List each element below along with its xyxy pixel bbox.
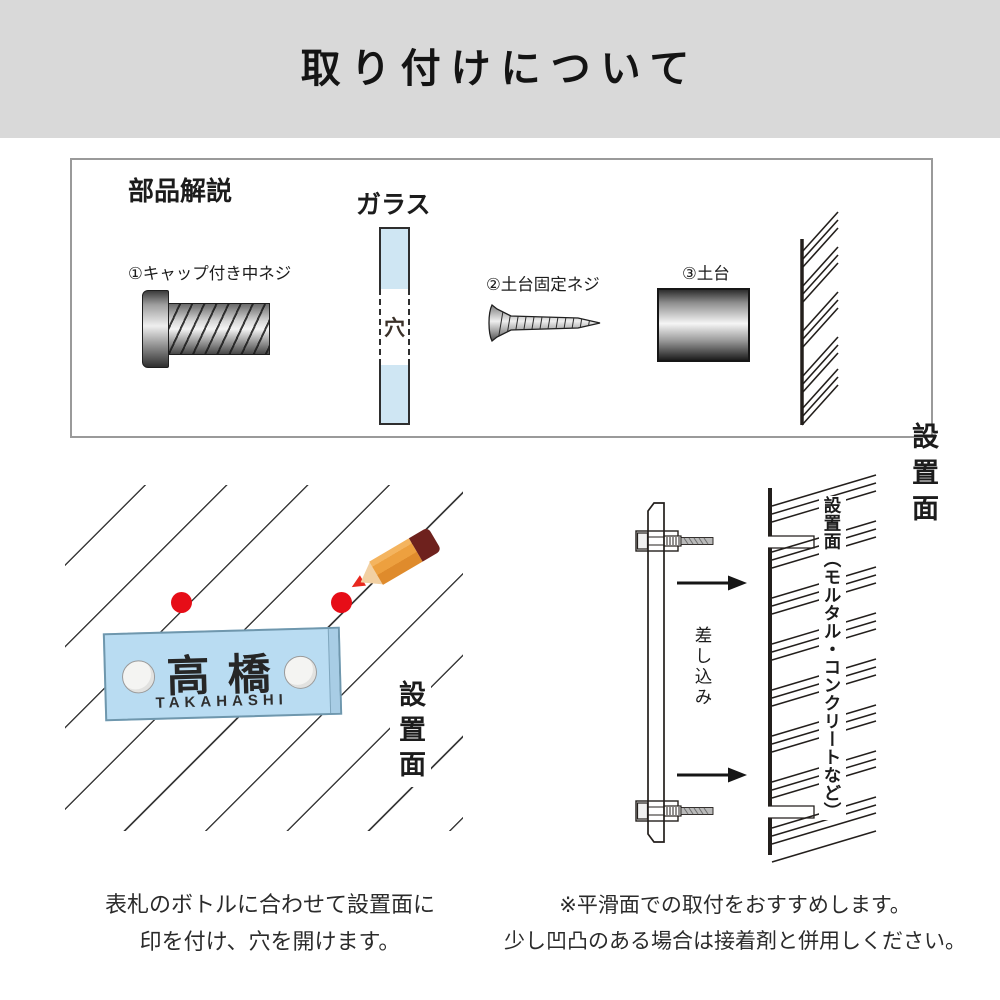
caption-left-line2: 印を付け、穴を開けます。 — [139, 929, 401, 954]
plate-side-view — [647, 502, 665, 843]
marking-surface-label: 設置面 — [390, 678, 431, 787]
caption-left: 表札のボトルに合わせて設置面に 印を付け、穴を開けます。 — [40, 886, 500, 960]
base-cylinder-icon — [657, 288, 750, 362]
mark-dot-right — [331, 592, 352, 613]
caption-left-line1: 表札のボトルに合わせて設置面に — [104, 892, 435, 917]
screw-assembly-top — [635, 530, 714, 552]
mark-dot-left — [171, 592, 192, 613]
glass-hole-area: 穴 — [379, 289, 410, 365]
base-fixing-screw-icon — [488, 303, 601, 343]
part3-label: ③土台 — [682, 265, 730, 283]
cap-screw-head-icon — [142, 290, 169, 368]
glass-panel-icon: 穴 — [379, 227, 410, 425]
caption-right: ※平滑面での取付をおすすめします。 少し凹凸のある場合は接着剤と併用しください。 — [480, 888, 990, 960]
caption-right-line1: ※平滑面での取付をおすすめします。 — [559, 894, 911, 917]
wall-surface-label: 設置面（モルタル・コンクリートなど） — [819, 496, 846, 820]
hole-label: 穴 — [384, 317, 405, 340]
insert-arrow-bottom — [677, 767, 747, 783]
insertion-diagram — [635, 474, 877, 863]
wall-hatch-icon — [800, 211, 839, 426]
title-banner: 取り付けについて — [0, 0, 1000, 138]
cap-screw-thread-icon — [168, 303, 270, 355]
insert-arrow-top — [677, 575, 747, 591]
page-title: 取り付けについて — [300, 47, 700, 91]
caption-right-line2: 少し凹凸のある場合は接着剤と併用しください。 — [504, 930, 966, 953]
part1-label: ①キャップ付き中ネジ — [128, 265, 292, 283]
parts-heading: 部品解説 — [128, 176, 233, 206]
insert-label: 差し込み — [693, 626, 713, 708]
surface-label-vertical: 設置面 — [908, 422, 938, 530]
screw-assembly-bottom — [635, 800, 714, 822]
wall-side-view — [768, 488, 815, 855]
glass-label: ガラス — [356, 191, 431, 219]
parts-box: 部品解説 ガラス ①キャップ付き中ネジ 穴 ②土台固定ネジ — [70, 158, 938, 530]
part2-label: ②土台固定ネジ — [486, 276, 600, 294]
nameplate: 高橋 TAKAHASHI — [102, 626, 343, 722]
